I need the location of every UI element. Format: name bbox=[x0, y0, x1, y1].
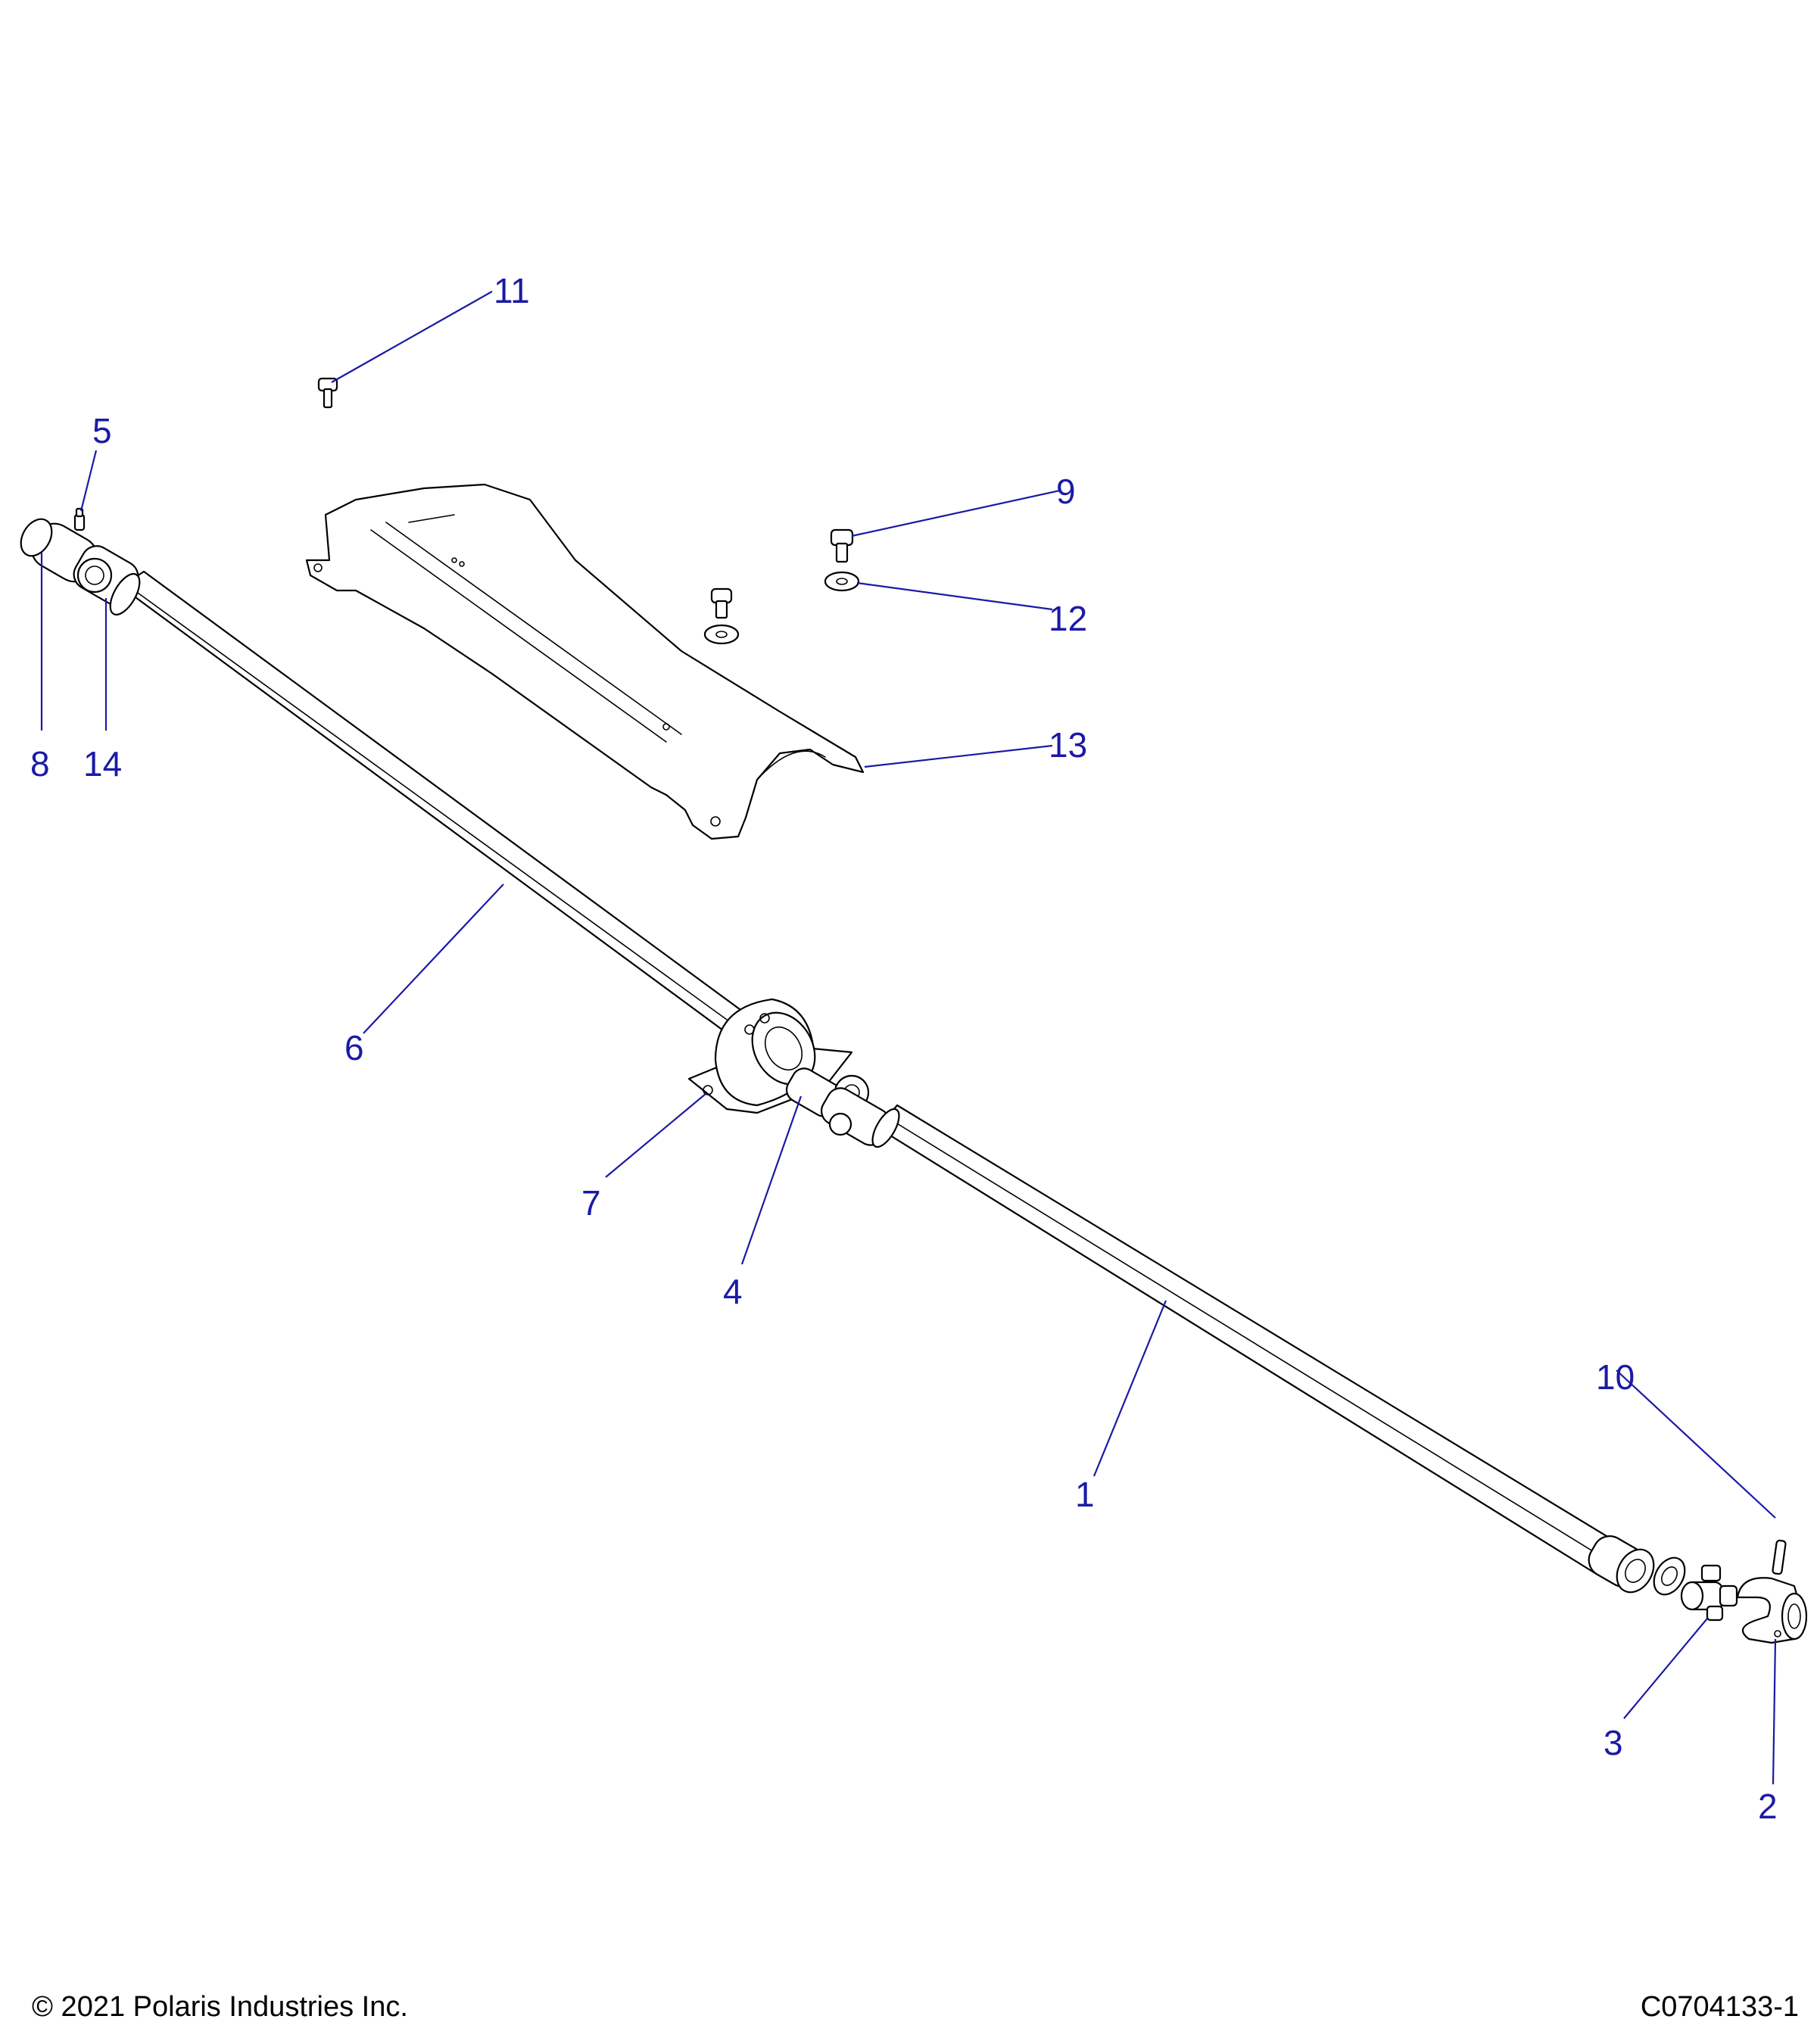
leader-lines bbox=[40, 291, 1777, 1785]
grease-fitting-front[interactable] bbox=[73, 507, 86, 531]
copyright-notice: © 2021 Polaris Industries Inc. bbox=[32, 1991, 408, 2023]
end-yoke[interactable] bbox=[1736, 1577, 1808, 1644]
bolt-center[interactable] bbox=[710, 587, 733, 619]
callout-5: 5 bbox=[92, 411, 112, 450]
washer-right[interactable] bbox=[824, 571, 860, 592]
drawing-id: C0704133-1 bbox=[1640, 1991, 1799, 2023]
callout-12: 12 bbox=[1049, 599, 1087, 638]
bolt-top[interactable] bbox=[317, 377, 338, 409]
callout-13: 13 bbox=[1049, 725, 1087, 765]
callout-3: 3 bbox=[1604, 1723, 1623, 1762]
callout-8: 8 bbox=[30, 744, 50, 784]
bolt-right[interactable] bbox=[830, 528, 854, 563]
washer-center[interactable] bbox=[703, 624, 740, 645]
callout-1: 1 bbox=[1075, 1475, 1095, 1514]
callout-11: 11 bbox=[494, 271, 530, 310]
center-u-joint[interactable] bbox=[782, 1064, 904, 1151]
driveshaft-cover[interactable] bbox=[305, 483, 865, 840]
callout-10: 10 bbox=[1596, 1357, 1635, 1397]
front-yoke-assembly[interactable] bbox=[14, 513, 145, 618]
callout-7: 7 bbox=[581, 1183, 601, 1223]
rear-shaft-yoke[interactable] bbox=[1583, 1530, 1691, 1600]
callout-14: 14 bbox=[83, 744, 122, 784]
callout-labels: 1 2 3 4 5 6 7 8 9 10 11 12 13 14 bbox=[30, 271, 1778, 1826]
callout-2: 2 bbox=[1758, 1787, 1778, 1826]
callout-4: 4 bbox=[723, 1272, 743, 1311]
carrier-bearing[interactable] bbox=[687, 998, 853, 1114]
callout-9: 9 bbox=[1056, 472, 1076, 511]
rear-shaft-tube[interactable] bbox=[877, 1104, 1622, 1576]
roll-pin[interactable] bbox=[1772, 1539, 1787, 1575]
callout-6: 6 bbox=[344, 1028, 364, 1067]
u-joint-cross[interactable] bbox=[1680, 1564, 1738, 1622]
